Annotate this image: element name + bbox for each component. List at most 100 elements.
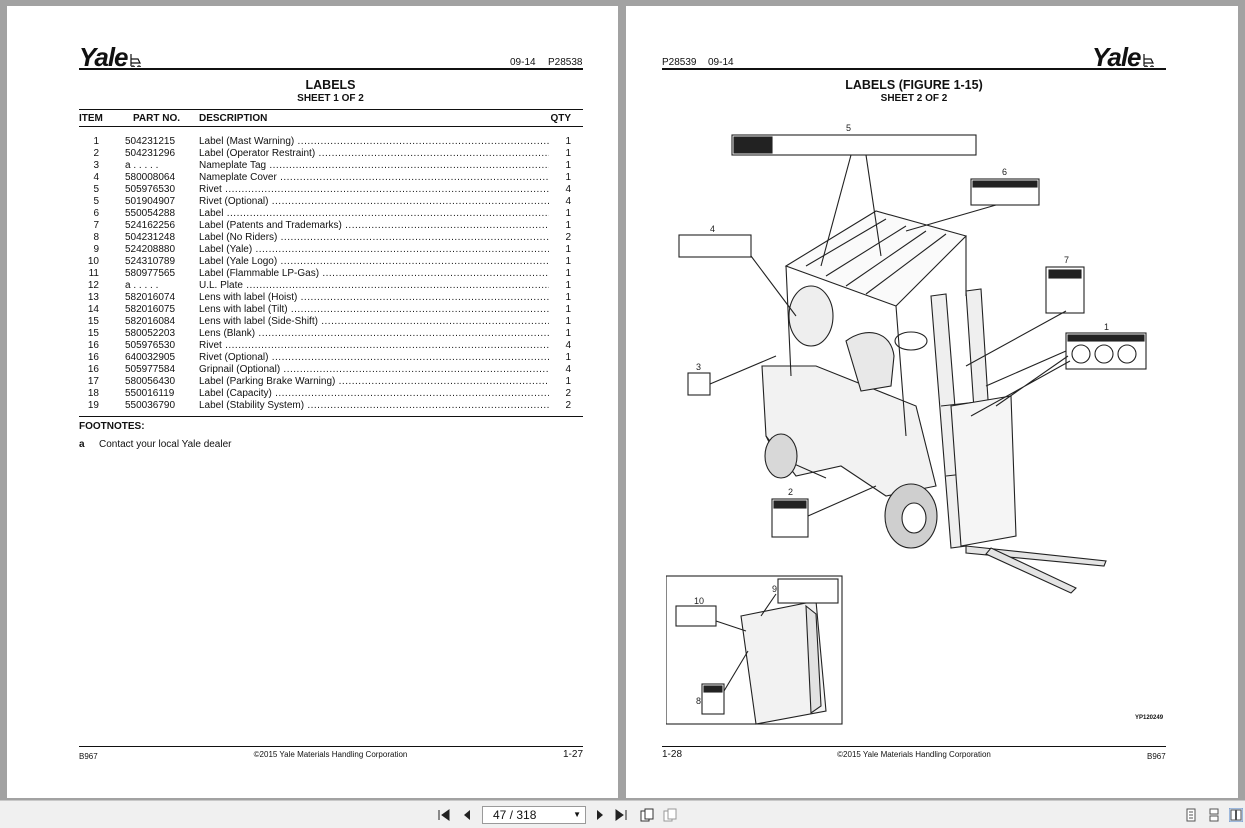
part-no-cell: 550054288 [125, 208, 176, 219]
forklift-logo-icon [129, 54, 141, 67]
description-cell: Rivet [199, 340, 549, 352]
part-no-cell: 524208880 [125, 244, 176, 255]
part-no-cell: 524310789 [125, 256, 176, 267]
table-row: 16505976530Rivet4 [79, 340, 583, 352]
description-cell: Gripnail (Optional) [199, 364, 549, 376]
next-page-icon[interactable] [593, 808, 607, 822]
document-viewer: Yale 09-14 P28538 LABELS SHEET 1 OF 2 IT… [0, 0, 1245, 800]
description-cell: Rivet [199, 184, 549, 196]
header-date: 09-14 [510, 57, 536, 68]
chevron-down-icon: ▼ [573, 810, 581, 819]
description-cell: Label (Capacity) [199, 388, 549, 400]
page-indicator: 47 / 318 [493, 808, 537, 822]
item-cell: 14 [87, 304, 99, 315]
col-qty: QTY [550, 113, 571, 124]
footnotes-title: FOOTNOTES: [79, 421, 145, 432]
footnote-key: a [79, 439, 85, 450]
qty-cell: 1 [565, 268, 571, 279]
item-cell: 7 [93, 220, 99, 231]
part-no-cell: a . . . . . [125, 160, 159, 171]
callout-number: 8 [696, 696, 701, 706]
single-page-view-icon[interactable] [1184, 808, 1198, 822]
footer-rule [662, 746, 1166, 747]
qty-cell: 1 [565, 148, 571, 159]
page-subtitle: SHEET 2 OF 2 [880, 93, 948, 104]
item-cell: 16 [87, 364, 99, 375]
part-no-cell: 505976530 [125, 184, 176, 195]
callout-number: 5 [846, 123, 851, 133]
table-row: 11 580977565 Label (Flammable LP-Gas) 1 [79, 268, 583, 280]
part-no-cell: 580977565 [125, 268, 176, 279]
page-left: Yale 09-14 P28538 LABELS SHEET 1 OF 2 IT… [7, 6, 618, 798]
item-cell: 11 [88, 268, 99, 279]
qty-cell: 1 [565, 244, 571, 255]
description-cell: Label (Yale) [199, 244, 549, 256]
part-no-cell: 580056430 [125, 376, 176, 387]
last-page-icon[interactable] [614, 808, 628, 822]
item-cell: 10 [87, 256, 99, 267]
description-cell: Label (Mast Warning) [199, 136, 549, 148]
item-cell: 12 [87, 280, 99, 291]
description-cell: Lens with label (Tilt) [199, 304, 549, 316]
part-no-cell: 505976530 [125, 340, 176, 351]
qty-cell: 4 [565, 364, 571, 375]
page-number: 1-27 [563, 749, 584, 760]
description-cell: Rivet (Optional) [199, 352, 549, 364]
item-cell: 13 [87, 292, 99, 303]
table-row: 3a . . . . .Nameplate Tag1 [79, 160, 583, 172]
qty-cell: 4 [565, 184, 571, 195]
part-no-cell: 580052203 [125, 328, 176, 339]
qty-cell: 1 [565, 280, 571, 291]
qty-cell: 2 [565, 400, 571, 411]
item-cell: 5 [93, 196, 99, 207]
figure-code: YP120249 [1135, 715, 1164, 721]
part-no-cell: 582016074 [125, 292, 176, 303]
part-no-cell: 550016119 [125, 388, 175, 399]
description-cell: Label (Patents and Trademarks) [199, 220, 549, 232]
qty-cell: 1 [565, 256, 571, 267]
table-bottom-rule [79, 416, 583, 417]
page-selector[interactable]: 47 / 318 ▼ [482, 806, 586, 824]
description-cell: Label (Flammable LP-Gas) [199, 268, 549, 280]
previous-page-icon[interactable] [460, 808, 474, 822]
qty-cell: 1 [565, 136, 571, 147]
qty-cell: 1 [565, 208, 571, 219]
qty-cell: 1 [565, 292, 571, 303]
item-cell: 17 [87, 376, 99, 387]
item-cell: 1 [93, 136, 99, 147]
qty-cell: 4 [565, 340, 571, 351]
item-cell: 15 [87, 328, 99, 339]
header-date: 09-14 [708, 57, 734, 68]
two-page-view-icon[interactable] [1229, 808, 1243, 822]
duplicate-page-icon[interactable] [663, 808, 677, 822]
page-subtitle: SHEET 1 OF 2 [297, 93, 364, 104]
callout-number: 6 [1002, 167, 1007, 177]
description-cell: Label (Operator Restraint) [199, 148, 549, 160]
part-no-cell: 582016075 [125, 304, 176, 315]
continuous-view-icon[interactable] [1207, 808, 1221, 822]
table-row: 6550054288Label1 [79, 208, 583, 220]
callout-number: 1 [1104, 322, 1109, 332]
yale-logo: Yale [1092, 42, 1156, 73]
qty-cell: 1 [565, 376, 571, 387]
header-rule [662, 68, 1166, 70]
footer-copyright: ©2015 Yale Materials Handling Corporatio… [253, 750, 408, 759]
qty-cell: 2 [565, 388, 571, 399]
callout-number: 7 [1064, 255, 1069, 265]
callout-number: 9 [772, 584, 777, 594]
part-no-cell: 580008064 [125, 172, 176, 183]
item-cell: 18 [87, 388, 99, 399]
first-page-icon[interactable] [437, 808, 451, 822]
page-title: LABELS (FIGURE 1-15) [845, 78, 983, 92]
copy-page-icon[interactable] [640, 808, 654, 822]
qty-cell: 2 [565, 232, 571, 243]
